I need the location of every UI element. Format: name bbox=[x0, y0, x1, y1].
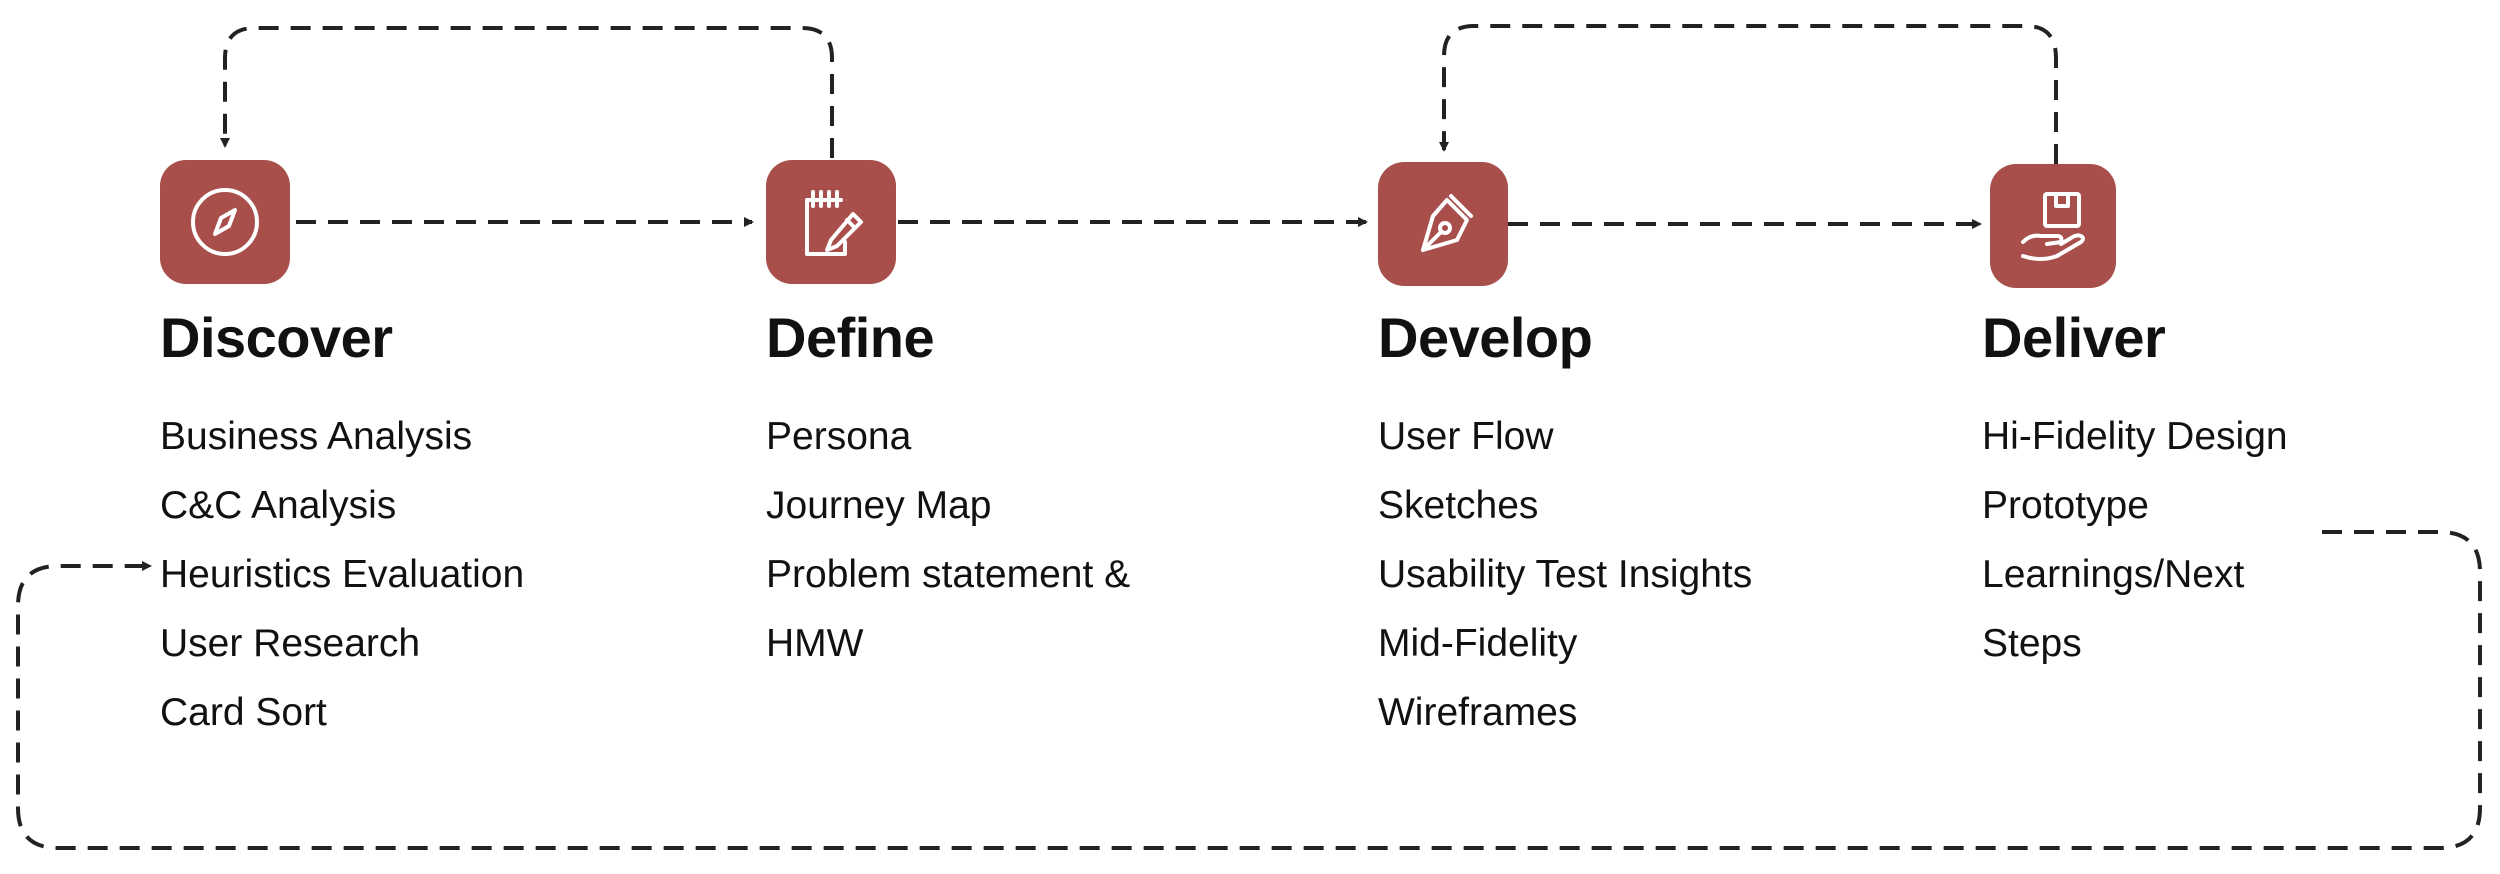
stage-deliver-icon-tile bbox=[1990, 164, 2116, 288]
stage-activity-list: Hi-Fidelity Design Prototype Learnings/N… bbox=[1982, 402, 2288, 678]
list-item: Problem statement & bbox=[766, 553, 1131, 596]
list-item: Learnings/Next bbox=[1982, 553, 2245, 596]
stage-develop-icon-tile bbox=[1378, 162, 1508, 286]
pen-nib-icon bbox=[1421, 194, 1473, 252]
loop-deliver-to-develop bbox=[1439, 24, 2058, 164]
list-item: C&C Analysis bbox=[160, 484, 397, 527]
stage-activity-list: User Flow Sketches Usability Test Insigh… bbox=[1378, 402, 1752, 747]
hand-box-icon bbox=[2021, 192, 2085, 261]
stage-title: Discover bbox=[160, 306, 393, 369]
list-item: Heuristics Evaluation bbox=[160, 553, 525, 596]
stage-title: Define bbox=[766, 306, 935, 369]
list-item: User Flow bbox=[1378, 415, 1554, 458]
list-item: Journey Map bbox=[766, 484, 992, 527]
list-item: Card Sort bbox=[160, 691, 327, 734]
compass-icon bbox=[191, 188, 259, 256]
list-item: Steps bbox=[1982, 622, 2082, 665]
list-item: Sketches bbox=[1378, 484, 1539, 527]
list-item: Prototype bbox=[1982, 484, 2149, 527]
list-item: Hi-Fidelity Design bbox=[1982, 415, 2288, 458]
loop-define-to-discover bbox=[220, 26, 834, 158]
stage-activity-list: Persona Journey Map Problem statement & … bbox=[766, 402, 1130, 678]
stage-activity-list: Business Analysis C&C Analysis Heuristic… bbox=[160, 402, 524, 747]
list-item: User Research bbox=[160, 622, 421, 665]
list-item: HMW bbox=[766, 622, 864, 665]
loop-deliver-to-discover bbox=[16, 530, 2482, 850]
stage-discover-icon-tile bbox=[160, 160, 290, 284]
stage-title: Develop bbox=[1378, 306, 1593, 369]
list-item: Usability Test Insights bbox=[1378, 553, 1753, 596]
notepad-pencil-icon bbox=[805, 190, 863, 256]
stage-define-icon-tile bbox=[766, 160, 896, 284]
list-item: Business Analysis bbox=[160, 415, 473, 458]
list-item: Wireframes bbox=[1378, 691, 1578, 734]
stage-title: Deliver bbox=[1982, 306, 2166, 369]
list-item: Mid-Fidelity bbox=[1378, 622, 1578, 665]
list-item: Persona bbox=[766, 415, 912, 458]
